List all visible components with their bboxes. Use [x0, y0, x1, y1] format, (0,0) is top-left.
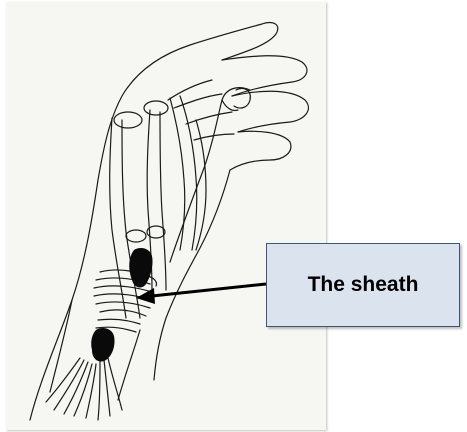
tendon-lower-dark [91, 328, 114, 362]
forearm-bone-radius [110, 118, 126, 318]
sheath-band-5 [96, 302, 150, 308]
sheath-band-3 [94, 286, 152, 292]
callout-label-box: The sheath [266, 243, 460, 327]
hand-outline [30, 22, 278, 420]
callout-label-text: The sheath [308, 273, 419, 297]
index-finger-outline [222, 56, 307, 96]
middle-finger-outline [232, 91, 308, 132]
tendon-upper-dark [129, 248, 152, 287]
forearm-left-edge [50, 300, 72, 392]
ring-finger-outline [230, 131, 291, 170]
